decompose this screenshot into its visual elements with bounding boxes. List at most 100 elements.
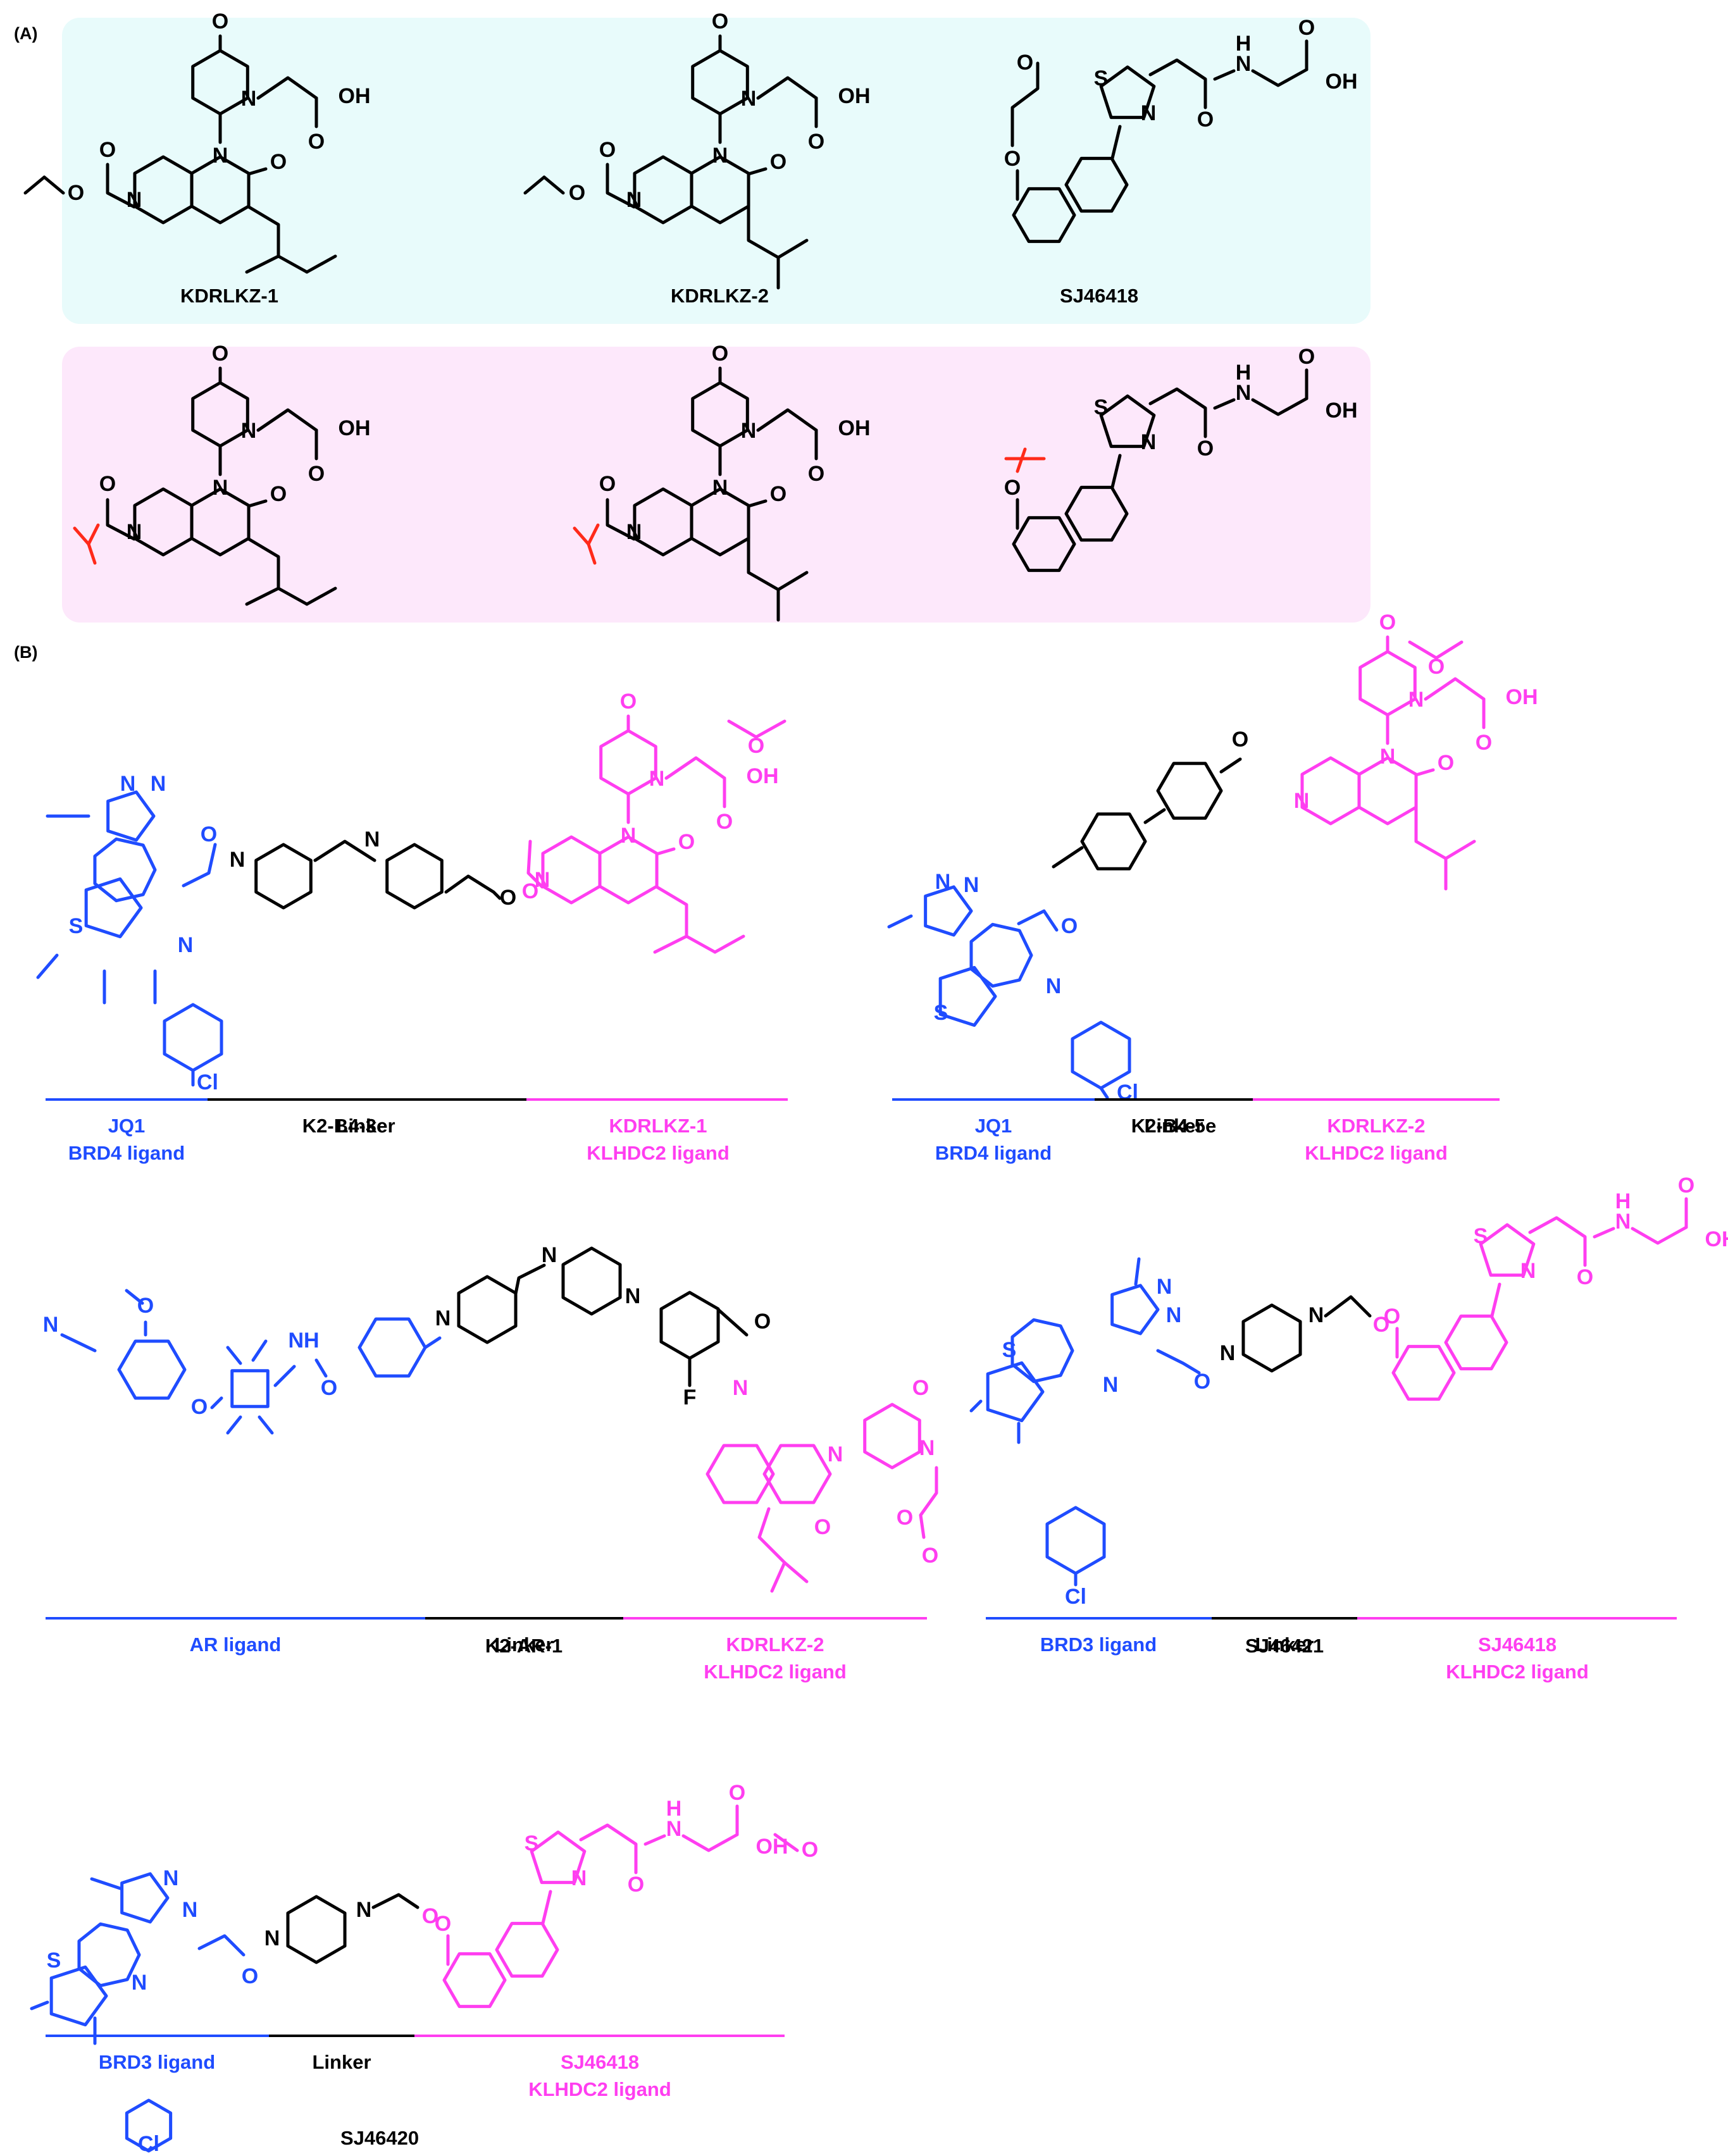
- atom-label-o: O: [1384, 1304, 1400, 1329]
- atom-label-n: N: [733, 1376, 749, 1400]
- bond-line: [30, 2000, 49, 2010]
- bond-line: [1148, 387, 1207, 438]
- atom-label-o: O: [1017, 51, 1033, 75]
- bond-line: [371, 1893, 420, 1909]
- atom-label-n: N: [666, 1817, 682, 1841]
- segment-label: Linker: [494, 1633, 553, 1656]
- segment-sublabel: KLHDC2 ligand: [528, 2078, 671, 2100]
- atom-label-n: N: [213, 476, 228, 500]
- bond-line: [305, 254, 337, 274]
- atom-label-o: O: [754, 1310, 771, 1334]
- atom-label-n: N: [571, 1866, 587, 1890]
- bond-line: [197, 1934, 246, 1957]
- bond-line: [863, 1403, 921, 1470]
- bond-line: [727, 719, 786, 739]
- bond-line: [495, 1921, 559, 1978]
- atom-label-o: O: [68, 181, 84, 205]
- bond-line: [606, 163, 636, 209]
- bond-line: [163, 1003, 223, 1072]
- atom-label-s: S: [1094, 395, 1109, 419]
- bond-line: [1490, 1282, 1501, 1318]
- bond-line: [783, 1561, 809, 1583]
- bond-line: [423, 1336, 442, 1349]
- bond-line: [541, 1890, 552, 1925]
- bond-line: [887, 914, 913, 929]
- bond-line: [245, 586, 280, 606]
- bond-line: [314, 1358, 328, 1378]
- atom-label-o: O: [599, 472, 616, 496]
- atom-label-o: O: [569, 181, 585, 205]
- compound-label-kdrlkz-1: KDRLKZ-1: [180, 285, 278, 307]
- bond-line: [1110, 125, 1122, 160]
- atom-label-oh: OH: [339, 84, 371, 108]
- bond-line: [230, 1369, 270, 1408]
- bond-line: [747, 205, 780, 290]
- atom-label-n: N: [163, 1866, 179, 1890]
- bond-line: [256, 408, 318, 432]
- atom-label-o: O: [1476, 731, 1492, 755]
- segment-label: Linker: [312, 2051, 371, 2073]
- atom-label-o: O: [242, 1964, 258, 1988]
- bond-line: [251, 1339, 268, 1362]
- atom-label-o: O: [1232, 728, 1248, 752]
- panel-a-top-background: [62, 18, 1371, 324]
- atom-label-o: O: [678, 830, 695, 854]
- atom-label-o: O: [99, 472, 116, 496]
- segment-label: JQ1: [108, 1115, 146, 1137]
- bond-line: [1414, 806, 1448, 891]
- bond-line: [442, 1952, 507, 2009]
- bond-line: [49, 1965, 108, 2027]
- bond-line: [210, 1396, 223, 1409]
- bond-line: [633, 155, 693, 225]
- atom-label-oh: OH: [339, 416, 371, 440]
- atom-label-s: S: [934, 1001, 948, 1025]
- bond-line: [1017, 909, 1059, 932]
- bond-line: [1012, 516, 1076, 573]
- segment-label: AR ligand: [190, 1633, 282, 1656]
- bond-line: [681, 1833, 739, 1852]
- atom-label-o: O: [1197, 437, 1214, 461]
- bond-line: [541, 835, 602, 905]
- bond-line: [969, 922, 1033, 988]
- atom-label-o: O: [321, 1376, 337, 1400]
- bond-line: [273, 1365, 296, 1387]
- bond-line: [120, 1872, 170, 1924]
- atom-label-o: O: [1678, 1174, 1694, 1198]
- bond-line: [93, 837, 157, 903]
- atom-label-n: N: [1166, 1303, 1182, 1327]
- atom-label-s: S: [1474, 1224, 1488, 1248]
- bond-line: [77, 1922, 141, 1988]
- atom-label-n: N: [712, 476, 728, 500]
- bond-line: [986, 1361, 1045, 1423]
- atom-label-o: O: [500, 886, 516, 910]
- bond-line: [561, 1246, 622, 1316]
- bond-line: [599, 729, 657, 796]
- atom-label-n: N: [625, 1284, 641, 1308]
- atom-label-o: O: [1373, 1313, 1389, 1337]
- atom-label-n: N: [1141, 101, 1157, 125]
- bond-line: [919, 1466, 938, 1539]
- panel-a-bottom-background: [62, 347, 1371, 623]
- bond-line: [226, 1415, 242, 1435]
- bond-line: [286, 1895, 347, 1964]
- bond-line: [924, 885, 973, 937]
- bond-line: [1110, 1284, 1160, 1335]
- atom-label-n: N: [132, 1971, 147, 1995]
- bond-line: [1080, 812, 1147, 870]
- atom-label-cl: Cl: [138, 2132, 159, 2156]
- bond-line: [1045, 1506, 1106, 1575]
- atom-label-s: S: [47, 1948, 61, 1973]
- bond-line: [1593, 1227, 1615, 1239]
- bond-line: [90, 1877, 122, 1890]
- segment-sublabel: KLHDC2 ligand: [1305, 1142, 1448, 1164]
- atom-label-o: O: [802, 1838, 818, 1862]
- atom-label-o: O: [1004, 147, 1021, 171]
- bond-line: [1444, 839, 1476, 860]
- atom-label-o: O: [435, 1912, 451, 1936]
